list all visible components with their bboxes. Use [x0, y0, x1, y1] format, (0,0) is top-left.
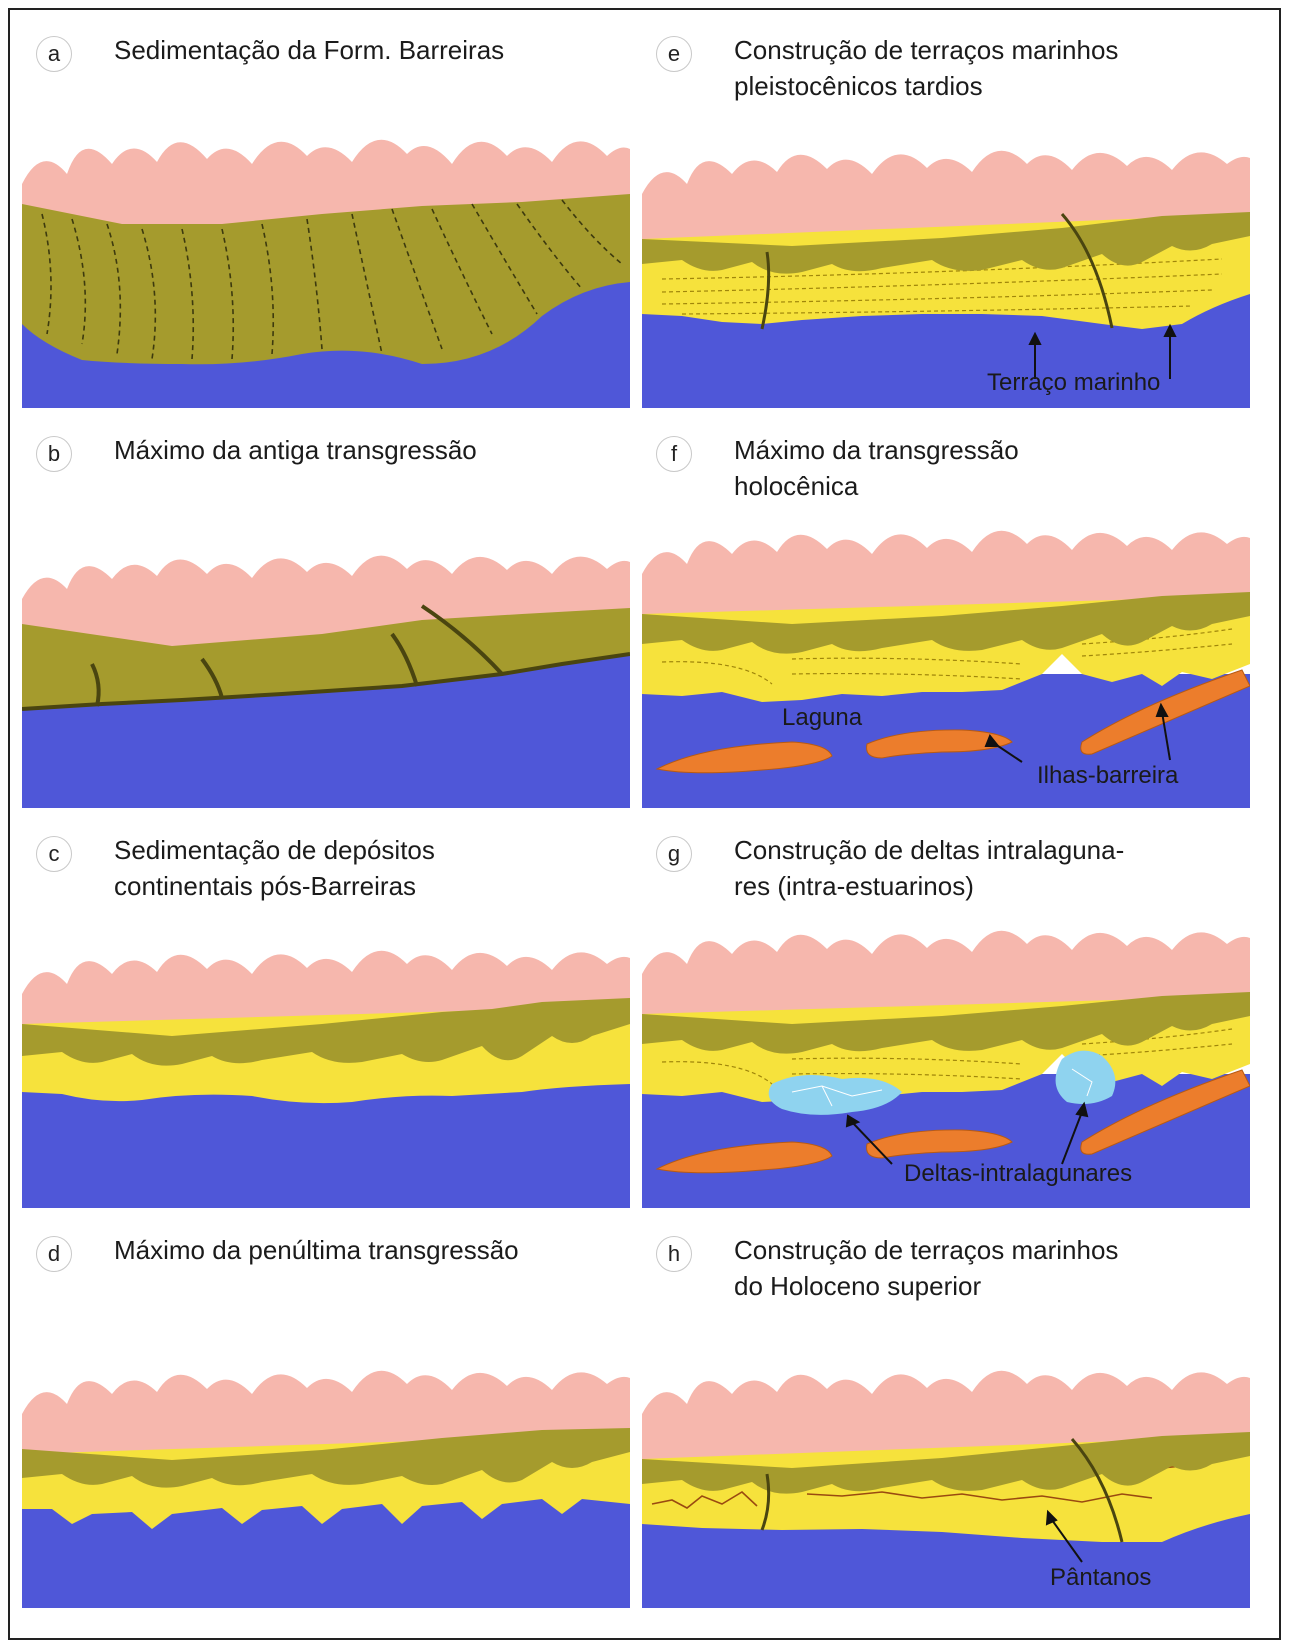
panel-title: Sedimentação de depósitos continentais p…: [114, 832, 614, 904]
panel-a: a Sedimentação da Form. Barreiras: [22, 24, 630, 408]
panel-title: Sedimentação da Form. Barreiras: [114, 32, 614, 68]
panel-title: Construção de terraços marinhos pleistoc…: [734, 32, 1234, 104]
panel-title: Máximo da transgressão holocênica: [734, 432, 1234, 504]
panel-a-illustration: [22, 24, 630, 408]
panel-c: c Sedimentação de depósitos continentais…: [22, 824, 630, 1208]
panel-title: Máximo da penúltima transgressão: [114, 1232, 614, 1268]
label-deltas-intralagunares: Deltas-intralagunares: [904, 1160, 1132, 1188]
label-laguna: Laguna: [782, 704, 862, 732]
panel-letter: c: [36, 836, 72, 872]
panel-b-illustration: [22, 424, 630, 808]
panel-letter: f: [656, 436, 692, 472]
label-ilhas-barreira: Ilhas-barreira: [1037, 762, 1178, 790]
panel-g: g Construção de deltas intralaguna- res …: [642, 824, 1250, 1208]
figure-frame: a Sedimentação da Form. Barreiras b Máxi…: [8, 8, 1281, 1640]
panel-letter: a: [36, 36, 72, 72]
panel-title: Máximo da antiga transgressão: [114, 432, 614, 468]
panel-e: e Construção de terraços marinhos pleist…: [642, 24, 1250, 408]
panel-letter: e: [656, 36, 692, 72]
panel-letter: h: [656, 1236, 692, 1272]
panel-d: d Máximo da penúltima transgressão: [22, 1224, 630, 1608]
panel-letter: d: [36, 1236, 72, 1272]
label-terraco-marinho: Terraço marinho: [987, 369, 1160, 397]
panel-title: Construção de terraços marinhos do Holoc…: [734, 1232, 1234, 1304]
panel-title: Construção de deltas intralaguna- res (i…: [734, 832, 1234, 904]
panel-letter: g: [656, 836, 692, 872]
panel-letter: b: [36, 436, 72, 472]
panel-d-illustration: [22, 1224, 630, 1608]
panel-h: h Construção de terraços marinhos do Hol…: [642, 1224, 1250, 1608]
label-pantanos: Pântanos: [1050, 1564, 1151, 1592]
panel-b: b Máximo da antiga transgressão: [22, 424, 630, 808]
panel-f: f Máximo da transgressão holocênica Lagu…: [642, 424, 1250, 808]
